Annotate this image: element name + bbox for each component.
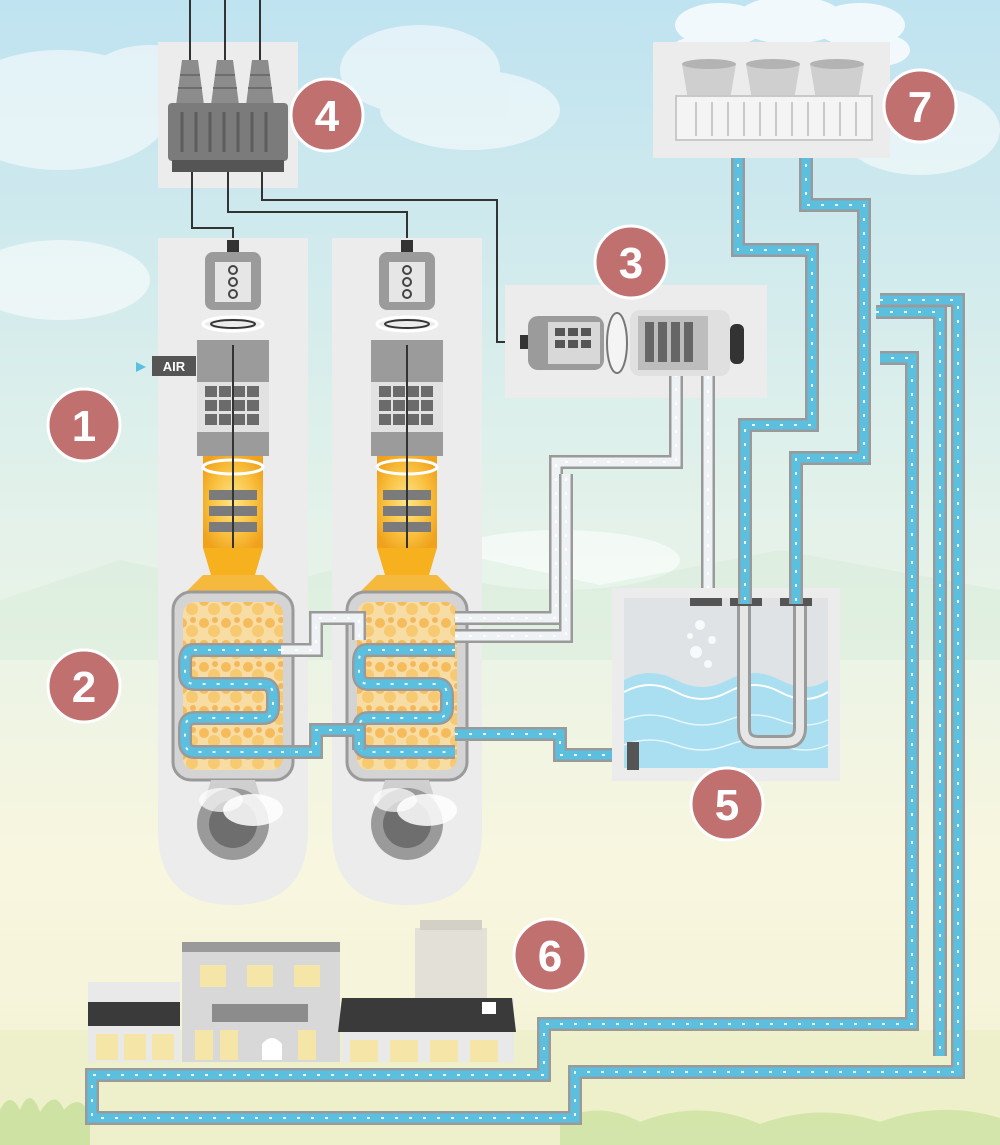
generator-coil <box>228 277 238 287</box>
compressor-blade <box>205 414 217 425</box>
district-feed-flow <box>876 311 941 1056</box>
compressor-blade <box>205 386 217 397</box>
generator-window <box>215 262 251 302</box>
cooling-tower <box>653 0 910 158</box>
gas-turbine-1 <box>197 240 269 575</box>
compressor-blade <box>233 400 245 411</box>
exhaust-cone <box>203 548 263 575</box>
generator-coil <box>402 265 412 275</box>
boiler-coil-flow <box>184 649 281 753</box>
cooling-supply-line <box>733 150 817 604</box>
district-heating-loop <box>85 293 965 1125</box>
compressor-blade <box>421 414 433 425</box>
exhaust-smoke <box>373 788 417 812</box>
power-cables <box>191 172 520 343</box>
marker-5: 5 <box>689 766 765 842</box>
exhaust-cone <box>377 548 437 575</box>
compressor-blade <box>379 386 391 397</box>
marker-2: 2 <box>46 648 122 724</box>
steam-lines <box>455 376 715 762</box>
generator-window <box>389 262 425 302</box>
marker-2-label: 2 <box>72 663 96 712</box>
compressor-blade <box>421 400 433 411</box>
marker-1-label: 1 <box>72 402 96 451</box>
compressor-blade <box>393 414 405 425</box>
compressor-blade <box>393 400 405 411</box>
shaft-ring <box>201 315 265 333</box>
marker-1: 1 <box>46 387 122 463</box>
gas-turbines <box>197 240 443 575</box>
district-loop-flow <box>91 299 959 1119</box>
compressor-blade <box>233 414 245 425</box>
compressor-blade <box>421 386 433 397</box>
steam-turbine <box>505 285 767 398</box>
compressor-blade <box>219 400 231 411</box>
marker-5-label: 5 <box>715 781 739 830</box>
cooling-return-line-flow <box>795 150 865 604</box>
condenser <box>612 588 840 781</box>
compressor-blade <box>247 386 259 397</box>
generator-coil <box>402 277 412 287</box>
marker-3: 3 <box>593 224 669 300</box>
boiler-steam-link <box>281 613 364 655</box>
exhaust-smoke <box>199 788 243 812</box>
condensate-return-line <box>455 729 627 760</box>
gas-turbine-2 <box>371 240 443 575</box>
compressor-blade <box>219 414 231 425</box>
generator-coil <box>402 289 412 299</box>
hp-steam-line <box>455 376 681 623</box>
generator-coupling <box>227 240 239 252</box>
shaft-ring <box>375 315 439 333</box>
generator-coil <box>228 289 238 299</box>
compressor-blade <box>379 400 391 411</box>
marker-3-label: 3 <box>619 239 643 288</box>
generator-coil <box>228 265 238 275</box>
compressor-blade <box>233 386 245 397</box>
compressor-blade <box>205 400 217 411</box>
marker-6: 6 <box>512 917 588 993</box>
compressor-blade <box>247 400 259 411</box>
boiler-1 <box>171 575 295 860</box>
compressor-blade <box>407 400 419 411</box>
compressor-blade <box>219 386 231 397</box>
generator-coupling <box>401 240 413 252</box>
town-buildings <box>88 920 516 1062</box>
air-label: AIR <box>163 359 186 374</box>
heat-recovery-boilers <box>171 575 469 860</box>
compressor-blade <box>247 414 259 425</box>
compressor-blade <box>407 414 419 425</box>
marker-6-label: 6 <box>538 932 562 981</box>
marker-4: 4 <box>289 77 365 153</box>
compressor-blade <box>393 386 405 397</box>
transformer <box>158 0 298 188</box>
air-inlet-marker: AIR <box>136 356 196 376</box>
marker-4-label: 4 <box>315 92 340 141</box>
shaft-ring-inner <box>210 319 256 329</box>
hp-steam-line-2 <box>455 474 571 641</box>
cooling-water-lines <box>731 150 871 604</box>
compressor-blade <box>407 386 419 397</box>
compressor-blade <box>379 414 391 425</box>
boiler-coil-flow <box>358 649 455 753</box>
marker-7-label: 7 <box>908 83 932 132</box>
boiler-link-flow <box>281 729 360 753</box>
shaft-ring-inner <box>384 319 430 329</box>
marker-7: 7 <box>882 68 958 144</box>
